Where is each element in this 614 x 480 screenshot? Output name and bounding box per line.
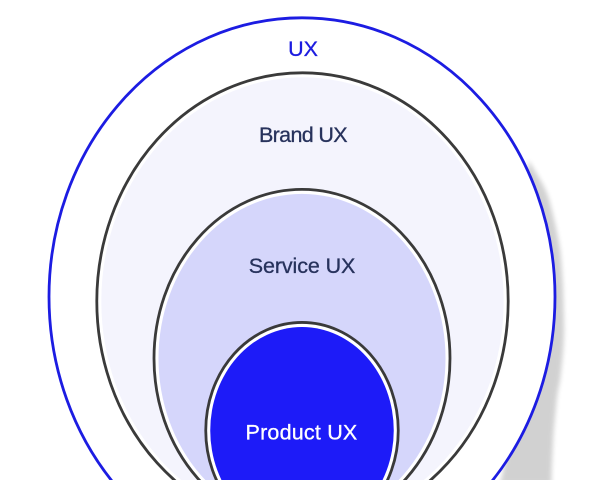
svg-text:Brand UX: Brand UX bbox=[259, 123, 347, 147]
svg-text:Product UX: Product UX bbox=[246, 421, 358, 445]
svg-text:UX: UX bbox=[288, 37, 318, 61]
svg-text:Service UX: Service UX bbox=[249, 254, 355, 278]
